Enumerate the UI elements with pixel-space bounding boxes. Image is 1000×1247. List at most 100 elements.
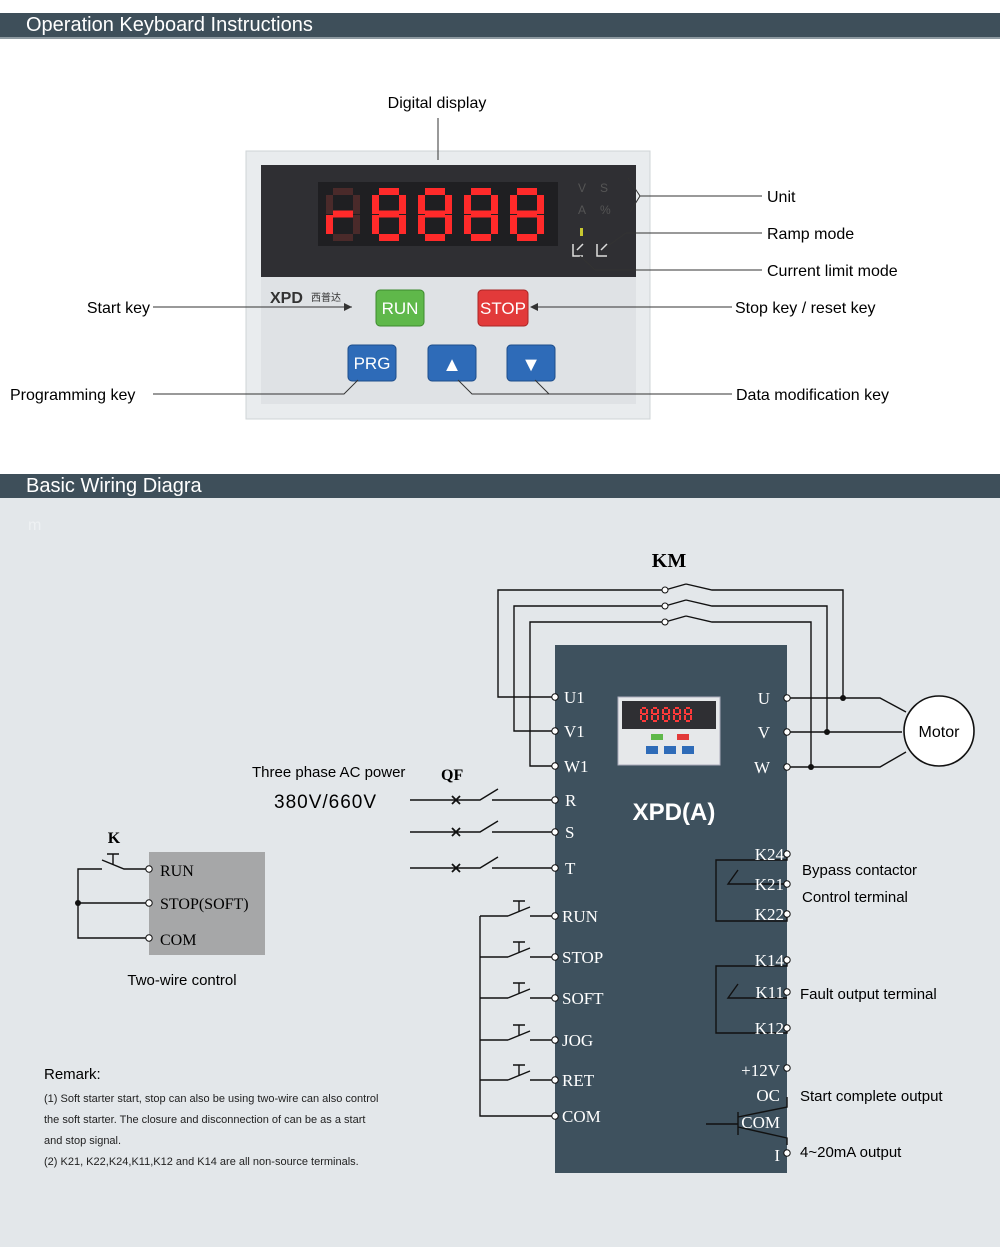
panel-brand: XPD [270,290,303,307]
remark-line-4: (2) K21, K22,K24,K11,K12 and K14 are all… [44,1156,359,1168]
terminal-ctrl-com [551,1112,559,1120]
terminal-s [551,828,559,836]
mini-panel [617,696,721,766]
terminal-label-analog-0: +12V [741,1061,781,1080]
terminal-ctrl-jog [551,1036,559,1044]
start-complete-label: Start complete output [800,1088,943,1105]
display-digit [662,707,670,722]
down-arrow-icon: ▼ [521,354,541,376]
terminal-v1 [551,727,559,735]
terminal-label-ctrl-jog: JOG [562,1031,593,1050]
terminal-k24 [783,850,791,858]
indicator-s: S [600,181,608,195]
terminal-label-ctrl-soft: SOFT [562,989,604,1008]
motor-icon [903,695,975,767]
indicator-percent: % [600,203,611,217]
keypad-area [261,277,636,404]
section-title-wiring: Basic Wiring Diagra [0,474,1000,498]
callout-stop-key: Stop key / reset key [735,300,876,317]
down-key[interactable]: ▼ [506,344,556,382]
prg-key-label: PRG [354,354,391,373]
run-key[interactable]: RUN [375,289,425,327]
terminal-t [551,864,559,872]
terminal-label-k21: K21 [755,875,784,894]
seven-segment-display [318,182,558,246]
terminal-out-u [783,694,791,702]
stray-mark: m [28,517,41,534]
callout-ramp-mode: Ramp mode [767,226,854,243]
up-key[interactable]: ▲ [427,344,477,382]
display-digit [673,707,681,722]
terminal-label-out-w: W [754,758,771,777]
terminal-label-out-v: V [758,723,771,742]
terminal-label-analog-2: COM [741,1113,780,1132]
terminal-label-ctrl-com: COM [562,1107,601,1126]
remark-line-3: and stop signal. [44,1135,121,1147]
bypass-label-2: Control terminal [802,889,908,906]
callout-programming-key: Programming key [10,387,135,404]
terminal-label-out-u: U [758,689,770,708]
junction-dots [808,695,846,770]
terminal-w1 [551,762,559,770]
display-digit [372,188,406,241]
terminal-label-ctrl-ret: RET [562,1071,595,1090]
terminals: U1V1W1RSTUVWRUNSTOPSOFTJOGRETCOMK24K21K2… [551,688,791,1165]
stop-key-label: STOP [480,299,526,318]
ramp-led-icon [580,228,583,236]
terminal-label-ctrl-run: RUN [562,907,598,926]
device-name: XPD(A) [633,799,716,826]
panel-brand-chinese: 西普达 [311,291,341,304]
two-wire-stop: STOP(SOFT) [160,896,249,913]
callout-start-key: Start key [87,300,150,317]
remark-title: Remark: [44,1066,101,1083]
section-divider [0,37,1000,39]
display-digit [684,707,692,722]
bypass-label-1: Bypass contactor [802,862,917,879]
power-label: Three phase AC power [252,764,405,781]
terminal-ctrl-ret [551,1076,559,1084]
indicator-a: A [578,203,586,217]
terminal-ctrl-run [551,912,559,920]
wiring-diagram: m XPD(A) [28,517,975,1173]
voltage-label: 380V/660V [274,792,377,813]
terminal-label-t: T [565,859,576,878]
mini-display [640,707,692,722]
terminal-analog-3 [783,1149,791,1157]
two-wire-run: RUN [160,863,194,880]
qf-breaker-icons [451,795,461,873]
terminal-k14 [783,956,791,964]
display-digit [418,188,452,241]
terminal-out-v [783,728,791,736]
terminal-k12 [783,1024,791,1032]
callout-current-limit-mode: Current limit mode [767,263,898,280]
display-digit [510,188,544,241]
keyboard-diagram: V S A % XPD 西普达 RUN STOP PRG ▲ ▼ [10,95,898,420]
terminal-k11 [783,988,791,996]
display-digit [464,188,498,241]
analog-output-label: 4~20mA output [800,1144,902,1161]
terminal-label-k22: K22 [755,905,784,924]
display-digit [640,707,648,722]
terminal-u1 [551,693,559,701]
terminal-label-w1: W1 [564,757,589,776]
two-wire-com: COM [160,932,196,949]
section-title-keyboard: Operation Keyboard Instructions [0,13,1000,37]
terminal-k22 [783,910,791,918]
terminal-ctrl-soft [551,994,559,1002]
remark-line-2: the soft starter. The closure and discon… [44,1114,365,1126]
prg-key[interactable]: PRG [347,344,397,382]
callout-lines [153,118,762,395]
terminal-label-k11: K11 [755,983,784,1002]
terminal-label-k24: K24 [755,845,785,864]
terminal-r [551,796,559,804]
terminal-analog-0 [783,1064,791,1072]
two-wire-caption: Two-wire control [127,972,236,989]
qf-label: QF [441,767,463,784]
terminal-label-u1: U1 [564,688,585,707]
km-contacts [664,583,687,623]
stop-key[interactable]: STOP [477,289,529,327]
terminal-label-analog-3: I [774,1146,780,1165]
arrow-icon [530,303,538,311]
km-contact-dots [661,586,669,626]
arrow-icon [344,303,352,311]
